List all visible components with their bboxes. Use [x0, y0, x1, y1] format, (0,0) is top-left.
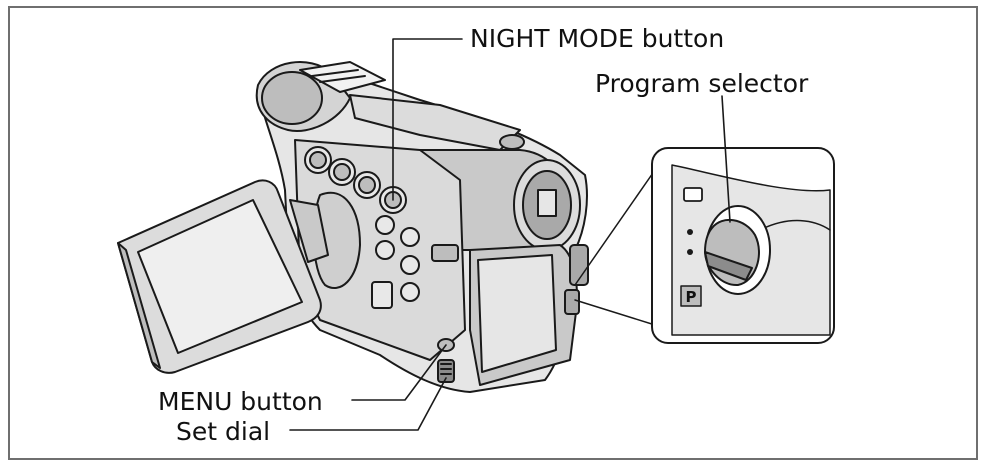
control-buttons	[371, 215, 420, 309]
program-selector-label: Program selector	[595, 69, 809, 98]
lcd-screen	[117, 179, 329, 374]
leader-lines	[289, 38, 731, 431]
set-dial-part	[437, 359, 455, 383]
figure-frame	[8, 6, 978, 460]
p-mark: P	[686, 288, 697, 306]
accessory-shoe	[299, 61, 386, 93]
menu-button-label: MENU button	[158, 387, 323, 416]
p-mark-box	[680, 285, 702, 307]
camera-mode-icon	[683, 187, 703, 202]
night-mode-label: NIGHT MODE button	[470, 24, 725, 53]
program-selector-inset: P	[574, 147, 835, 344]
top-buttons	[304, 146, 407, 214]
set-dial-label: Set dial	[176, 417, 271, 446]
camcorder-illustration	[255, 61, 589, 393]
